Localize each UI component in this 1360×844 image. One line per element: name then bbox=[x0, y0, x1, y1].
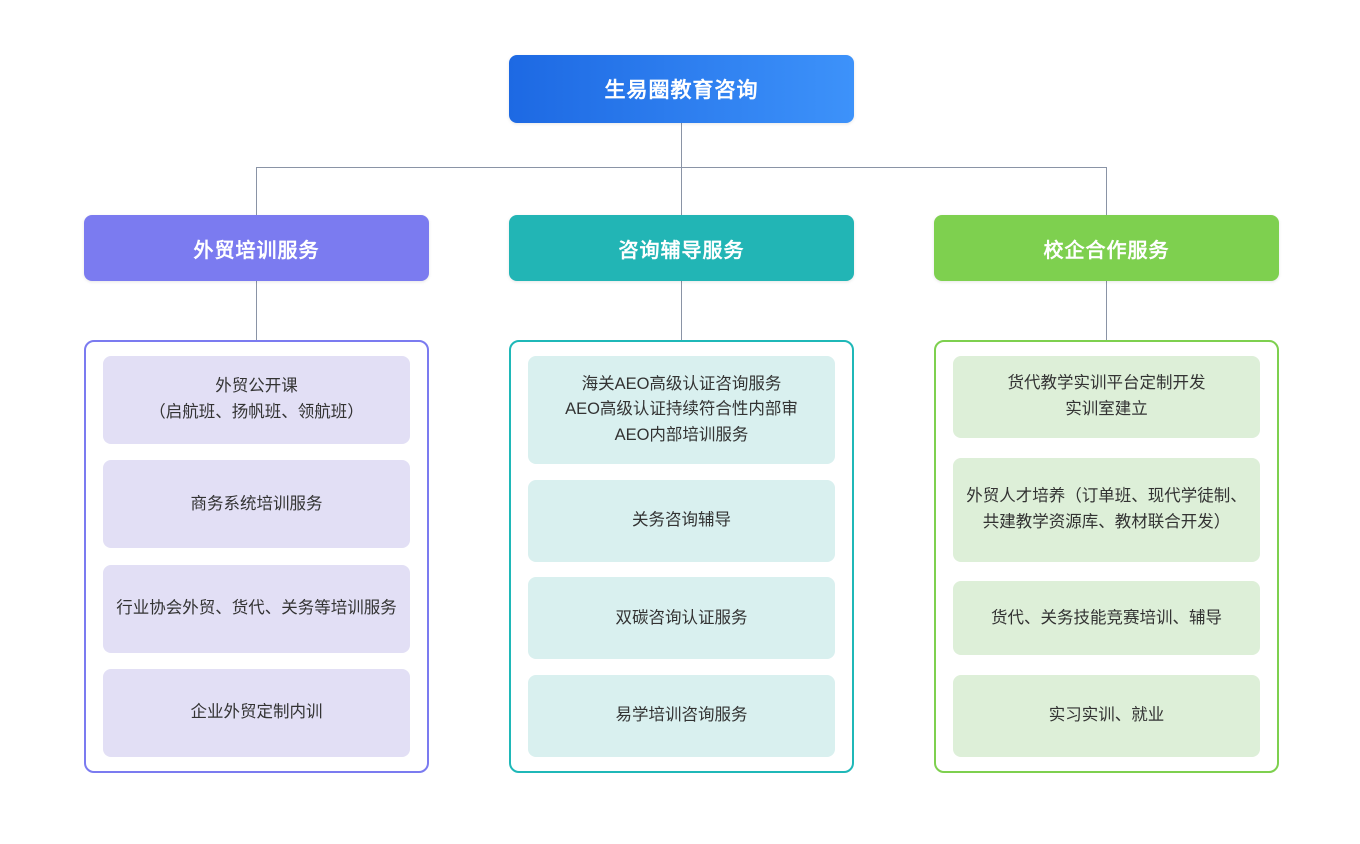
leaf-card[interactable]: 双碳咨询认证服务 bbox=[528, 577, 835, 660]
leaf-card[interactable]: 关务咨询辅导 bbox=[528, 479, 835, 562]
connector-branch-1-drop bbox=[256, 167, 257, 215]
root-node[interactable]: 生易圈教育咨询 bbox=[509, 55, 854, 123]
connector-branch-2-drop bbox=[681, 167, 682, 215]
branch-header-2-label: 咨询辅导服务 bbox=[618, 239, 745, 262]
connector-branch-2-to-box bbox=[681, 281, 682, 340]
leaf-card[interactable]: 外贸人才培养（订单班、现代学徒制、共建教学资源库、教材联合开发） bbox=[953, 457, 1260, 562]
leaf-card[interactable]: 货代教学实训平台定制开发实训室建立 bbox=[953, 356, 1260, 438]
connector-branch-3-to-box bbox=[1106, 281, 1107, 340]
connector-root-stem bbox=[681, 123, 682, 167]
leaf-card[interactable]: 商务系统培训服务 bbox=[103, 460, 410, 549]
branch-header-1-label: 外贸培训服务 bbox=[193, 239, 320, 262]
leaf-card[interactable]: 外贸公开课（启航班、扬帆班、领航班） bbox=[103, 356, 410, 444]
branch-header-1[interactable]: 外贸培训服务 bbox=[84, 215, 429, 281]
branch-box-1: 外贸公开课（启航班、扬帆班、领航班） 商务系统培训服务 行业协会外贸、货代、关务… bbox=[84, 340, 429, 773]
branch-box-3: 货代教学实训平台定制开发实训室建立 外贸人才培养（订单班、现代学徒制、共建教学资… bbox=[934, 340, 1279, 773]
branch-column-1: 外贸培训服务 外贸公开课（启航班、扬帆班、领航班） 商务系统培训服务 行业协会外… bbox=[84, 0, 429, 844]
leaf-card[interactable]: 行业协会外贸、货代、关务等培训服务 bbox=[103, 564, 410, 653]
leaf-card[interactable]: 企业外贸定制内训 bbox=[103, 668, 410, 757]
connector-branch-3-drop bbox=[1106, 167, 1107, 215]
branch-header-3-label: 校企合作服务 bbox=[1043, 239, 1170, 262]
root-node-label: 生易圈教育咨询 bbox=[604, 79, 759, 102]
connector-branch-1-to-box bbox=[256, 281, 257, 340]
leaf-card[interactable]: 易学培训咨询服务 bbox=[528, 674, 835, 757]
branch-column-3: 校企合作服务 货代教学实训平台定制开发实训室建立 外贸人才培养（订单班、现代学徒… bbox=[934, 0, 1279, 844]
leaf-card[interactable]: 实习实训、就业 bbox=[953, 674, 1260, 757]
branch-header-2[interactable]: 咨询辅导服务 bbox=[509, 215, 854, 281]
branch-header-3[interactable]: 校企合作服务 bbox=[934, 215, 1279, 281]
leaf-card[interactable]: 货代、关务技能竞赛培训、辅导 bbox=[953, 581, 1260, 656]
